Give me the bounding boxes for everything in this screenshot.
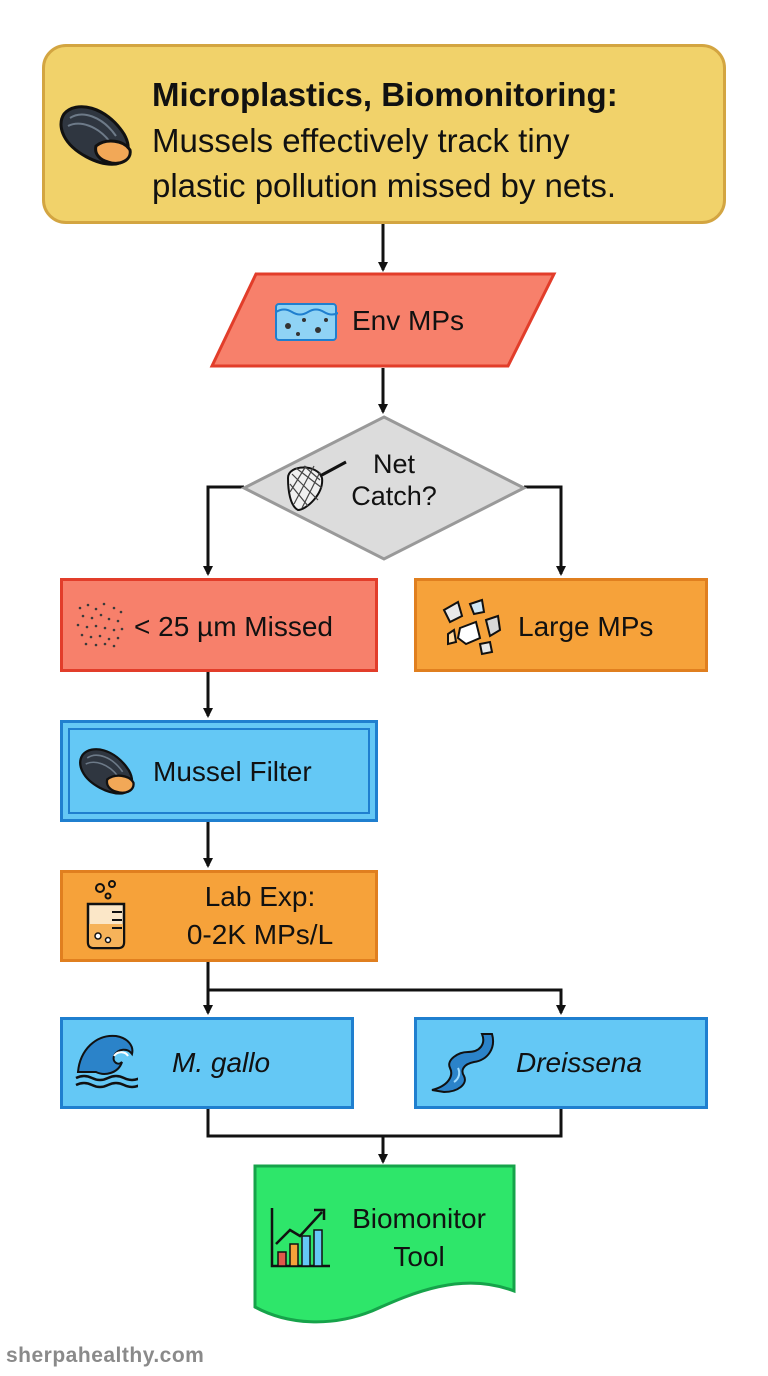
mussel-filter-label: Mussel Filter	[153, 756, 312, 787]
fragments-icon	[440, 598, 504, 656]
m-gallo-label: M. gallo	[172, 1047, 271, 1078]
decision-line-2: Catch?	[351, 481, 437, 512]
missed-node	[60, 578, 378, 672]
env-mps-node	[209, 272, 557, 368]
wave-icon	[74, 1030, 138, 1092]
watermark[interactable]: sherpahealthy.com	[6, 1344, 205, 1367]
title-text: Microplastics, Biomonitoring: Mussels ef…	[152, 72, 712, 209]
lab-exp-line-2: 0-2K MPs/L	[186, 918, 334, 950]
large-mps-node	[414, 578, 708, 672]
net-catch-decision	[241, 415, 527, 561]
river-icon	[428, 1030, 496, 1094]
title-line-1: Mussels effectively track tiny	[152, 121, 570, 159]
mussel-filter-icon	[78, 744, 138, 798]
beaker-icon	[82, 880, 132, 950]
dust-icon	[74, 600, 126, 648]
arrow-lab-to-dreissena	[208, 988, 566, 1015]
tool-line-2: Tool	[393, 1240, 445, 1272]
title-bold: Microplastics, Biomonitoring:	[152, 76, 618, 113]
decision-label: Net Catch?	[334, 448, 454, 513]
mussel-icon	[58, 100, 136, 170]
lab-exp-line-1: Lab Exp:	[204, 881, 316, 912]
decision-line-1: Net	[372, 449, 416, 479]
title-box	[42, 44, 726, 224]
chart-icon	[268, 1204, 334, 1270]
missed-label: < 25 µm Missed	[134, 611, 333, 642]
biomonitor-tool-node	[253, 1164, 516, 1324]
env-mps-label: Env MPs	[352, 305, 465, 336]
tool-line-1: Biomonitor	[352, 1203, 486, 1234]
net-icon	[284, 458, 350, 514]
dreissena-label: Dreissena	[516, 1047, 643, 1078]
lab-exp-label: Lab Exp: 0-2K MPs/L	[150, 878, 370, 954]
merge-line	[206, 1108, 563, 1138]
arrow-decision-to-missed	[203, 485, 244, 576]
large-mps-label: Large MPs	[518, 611, 654, 642]
title-line-2: plastic pollution missed by nets.	[152, 167, 617, 205]
biomonitor-tool-label: Biomonitor Tool	[336, 1200, 502, 1276]
arrow-decision-to-large	[524, 485, 566, 576]
water-particles-icon	[274, 302, 338, 342]
